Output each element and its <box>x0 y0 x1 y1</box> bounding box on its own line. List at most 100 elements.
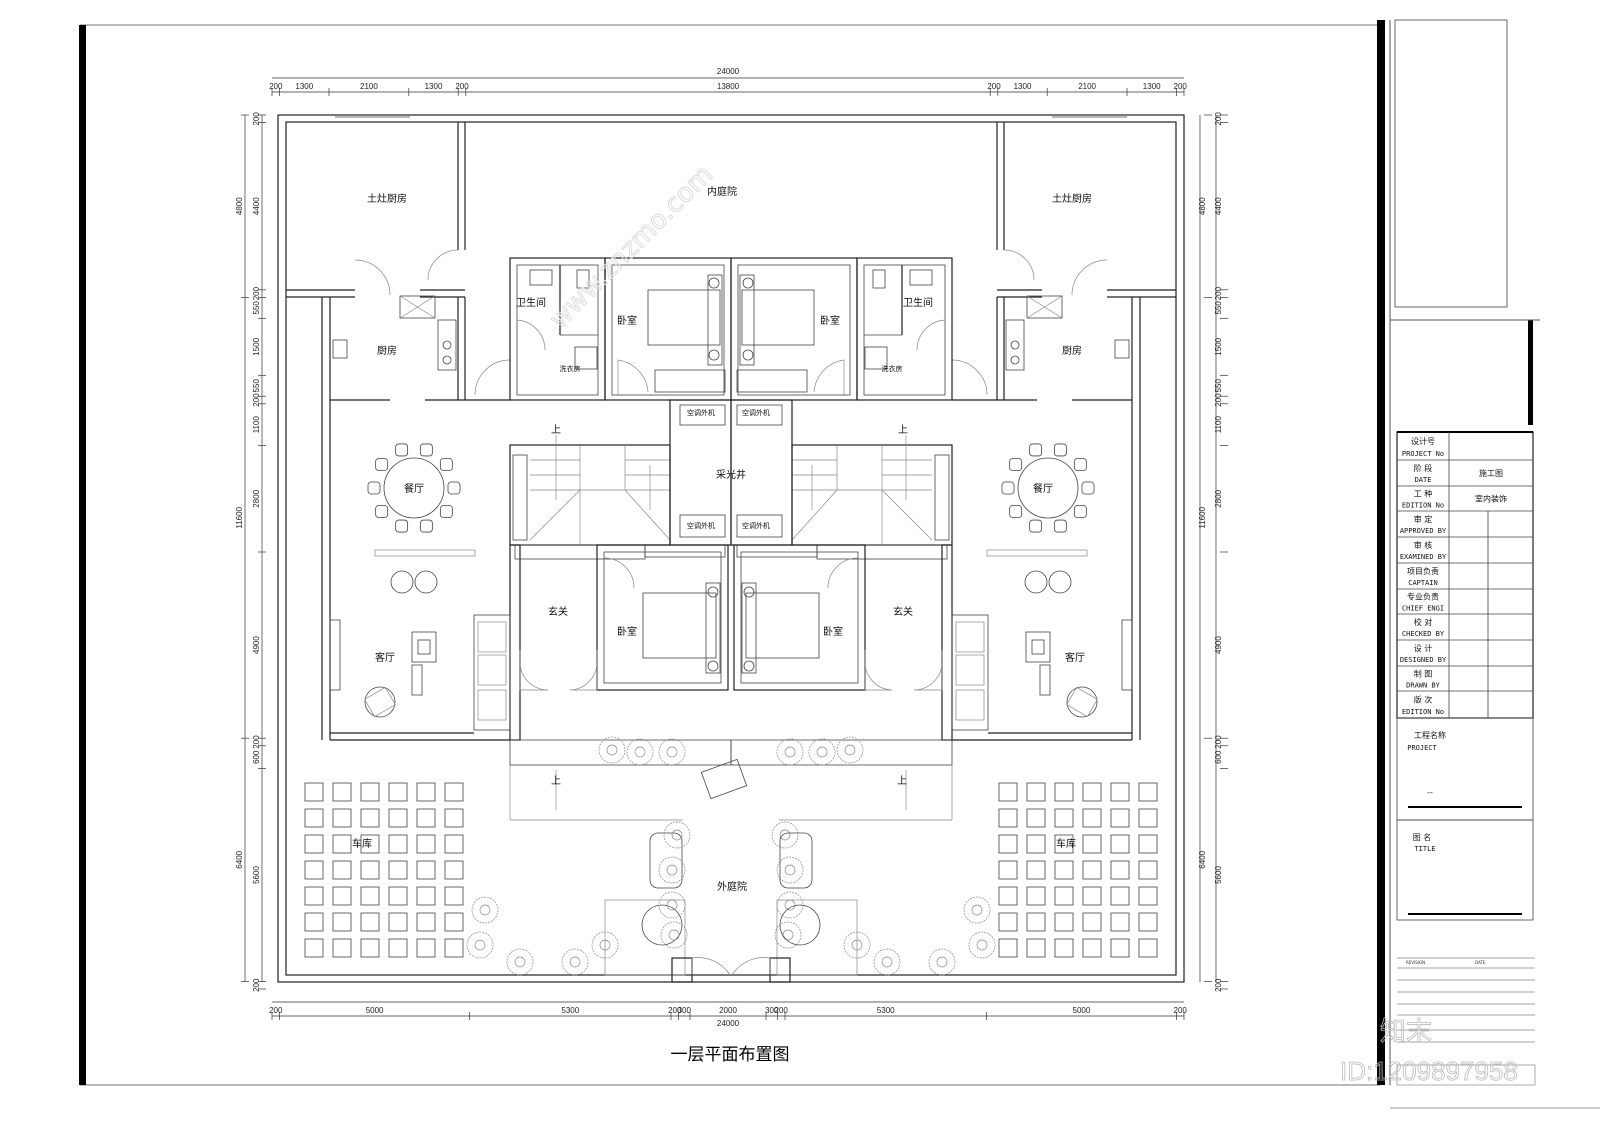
dimension-label: 11600 <box>1198 506 1207 528</box>
title-block-label-cn: 审 核 <box>1414 540 1433 550</box>
dimension-label: 200 <box>252 112 261 126</box>
dimension-label: 200 <box>269 1006 283 1015</box>
dimension-label: 300 <box>678 1006 692 1015</box>
dimension-label: 1100 <box>1214 416 1223 434</box>
title-block-label-cn: 设计号 <box>1411 436 1435 446</box>
title-block-label-cn: 阶 段 <box>1414 463 1433 473</box>
dimension-label: 5300 <box>561 1006 579 1015</box>
room-label: 卧室 <box>617 625 637 638</box>
dimension-label: 5600 <box>1214 866 1223 884</box>
dimension-label: 550 <box>1214 301 1223 315</box>
title-block-label-en: DESIGNED BY <box>1400 656 1447 664</box>
dimension-label: 11600 <box>235 506 244 528</box>
project-value: -- <box>1427 788 1433 797</box>
dimension-label: 200 <box>987 82 1001 91</box>
room-label: 餐厅 <box>1033 482 1053 495</box>
dimension-label: 200 <box>775 1006 789 1015</box>
title-block-label-cn: 设 计 <box>1414 643 1433 653</box>
dimension-label: 2800 <box>252 489 261 507</box>
date-label: DATE <box>1475 960 1486 965</box>
dimension-label: 200 <box>1174 82 1188 91</box>
watermark-site: www.znzmo.com <box>544 160 719 335</box>
room-label: 上 <box>898 424 908 436</box>
title-block-label-cn: 工 种 <box>1414 489 1433 499</box>
dimension-label: 1100 <box>252 416 261 434</box>
dimension-label: 2800 <box>1214 489 1223 507</box>
title-label-en: TITLE <box>1414 845 1435 853</box>
room-label: 土灶厨房 <box>367 192 407 205</box>
dimension-label: 550 <box>252 379 261 393</box>
dimension-label: 5000 <box>1073 1006 1091 1015</box>
watermark-id: ID:1209897958 <box>1340 1056 1518 1086</box>
room-labels: 土灶厨房 土灶厨房 内庭院 卫生间 卫生间 卧室 卧室 卧室 卧室 洗衣房 洗衣… <box>352 185 1092 893</box>
title-block-label-en: CAPTAIN <box>1408 579 1438 587</box>
sheet-frame <box>79 19 1600 1109</box>
room-label: 上 <box>551 424 561 436</box>
title-block-label-en: CHECKED BY <box>1402 630 1445 638</box>
room-label: 空调外机 <box>742 408 770 417</box>
title-block-value: 室内装饰 <box>1475 494 1507 504</box>
title-block-label-cn: 校 对 <box>1414 617 1433 627</box>
dimension-total: 24000 <box>717 1019 740 1028</box>
dimension-label: 300 <box>765 1006 779 1015</box>
dimension-label: 4900 <box>1214 636 1223 654</box>
dimension-label: 200 <box>269 82 283 91</box>
title-block-label-en: DATE <box>1415 476 1432 484</box>
dimension-label: 5000 <box>366 1006 384 1015</box>
project-label-en: PROJECT <box>1407 744 1437 752</box>
watermark-logo: 知末 <box>1380 1016 1432 1046</box>
title-block-label-cn: 制 图 <box>1414 669 1433 679</box>
dimension-label: 4400 <box>1214 197 1223 215</box>
dimension-label: 5300 <box>877 1006 895 1015</box>
dimension-label: 200 <box>455 82 469 91</box>
dimension-label: 200 <box>1214 112 1223 126</box>
dimension-lines <box>241 77 1228 1020</box>
room-label: 卫生间 <box>903 296 933 309</box>
dimension-label: 2100 <box>1078 82 1096 91</box>
dimension-label: 200 <box>1174 1006 1188 1015</box>
title-block-label-cn: 项目负责 <box>1407 566 1439 576</box>
room-label: 土灶厨房 <box>1052 192 1092 205</box>
dimension-label: 5600 <box>252 866 261 884</box>
title-block-label-cn: 审 定 <box>1414 514 1433 524</box>
dimension-label: 1500 <box>1214 337 1223 355</box>
room-label: 洗衣房 <box>560 364 581 373</box>
dimension-label: 600 <box>252 750 261 764</box>
title-block-label-en: EXAMINED BY <box>1400 553 1447 561</box>
room-label: 上 <box>551 775 561 787</box>
project-label-cn: 工程名称 <box>1414 730 1446 740</box>
dimension-label: 4800 <box>1198 197 1207 215</box>
title-block-label-en: PROJECT No <box>1402 450 1444 458</box>
dimension-label: 200 <box>1214 393 1223 407</box>
room-label: 玄关 <box>893 605 913 618</box>
room-label: 车库 <box>352 837 372 850</box>
title-block-value: 施工图 <box>1479 468 1503 478</box>
dimension-label: 4900 <box>252 636 261 654</box>
dimension-label: 1500 <box>252 337 261 355</box>
room-label: 厨房 <box>1062 344 1082 357</box>
dimension-label: 200 <box>1214 735 1223 749</box>
room-label: 厨房 <box>377 344 397 357</box>
dimension-label: 200 <box>1214 286 1223 300</box>
room-label: 卧室 <box>820 314 840 327</box>
dimension-label: 1300 <box>425 82 443 91</box>
room-label: 空调外机 <box>687 408 715 417</box>
dimension-label: 4800 <box>235 197 244 215</box>
room-label: 空调外机 <box>742 521 770 530</box>
room-label: 餐厅 <box>404 482 424 495</box>
title-block-label-en: CHIEF ENGI <box>1402 604 1444 612</box>
title-block-label-cn: 版 次 <box>1414 694 1433 704</box>
dimension-label: 2000 <box>719 1006 737 1015</box>
dimension-label: 1300 <box>1014 82 1032 91</box>
title-label-cn: 图 名 <box>1413 832 1432 842</box>
room-label: 客厅 <box>1065 651 1085 664</box>
room-label: 车库 <box>1056 837 1076 850</box>
room-label: 卧室 <box>823 625 843 638</box>
dimension-label: 4400 <box>252 197 261 215</box>
dimension-label: 550 <box>1214 379 1223 393</box>
room-label: 采光井 <box>716 468 746 481</box>
dimension-label: 6400 <box>235 850 244 868</box>
